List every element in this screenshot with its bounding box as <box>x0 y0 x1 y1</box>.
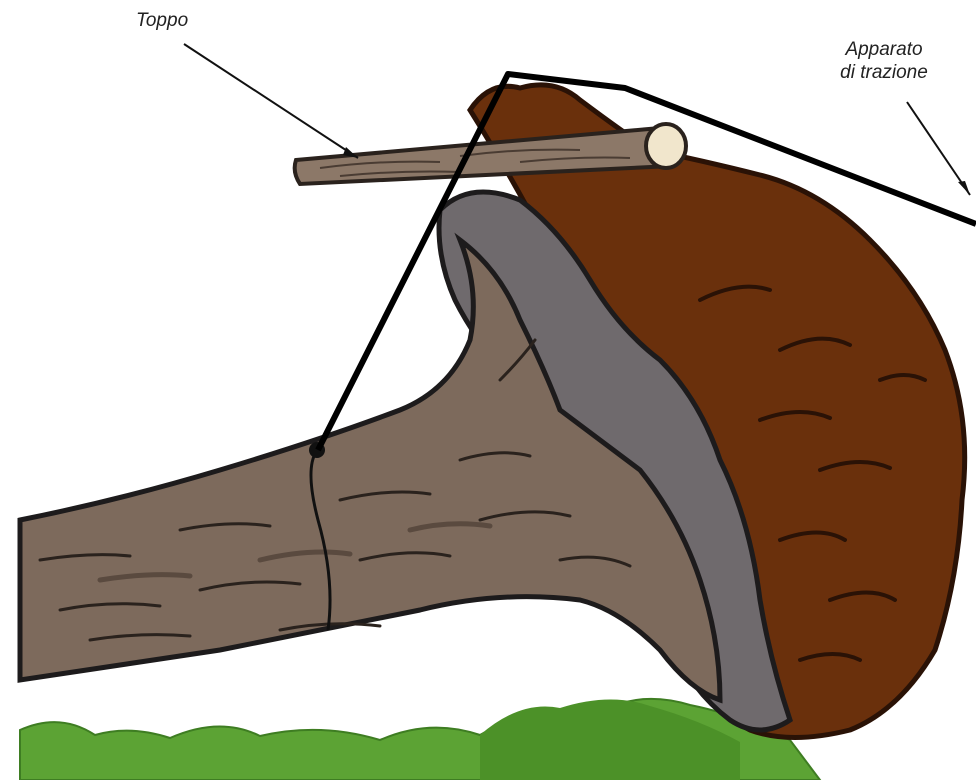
log-end <box>646 124 686 168</box>
apparato-di-trazione-label: Apparato di trazione <box>816 38 952 84</box>
apparato-label-line2: di trazione <box>816 61 952 84</box>
grass <box>20 699 820 780</box>
apparato-label-line1: Apparato <box>816 38 952 61</box>
toppo-label: Toppo <box>136 9 188 32</box>
toppo-pointer <box>184 44 358 158</box>
apparato-pointer <box>907 102 970 195</box>
